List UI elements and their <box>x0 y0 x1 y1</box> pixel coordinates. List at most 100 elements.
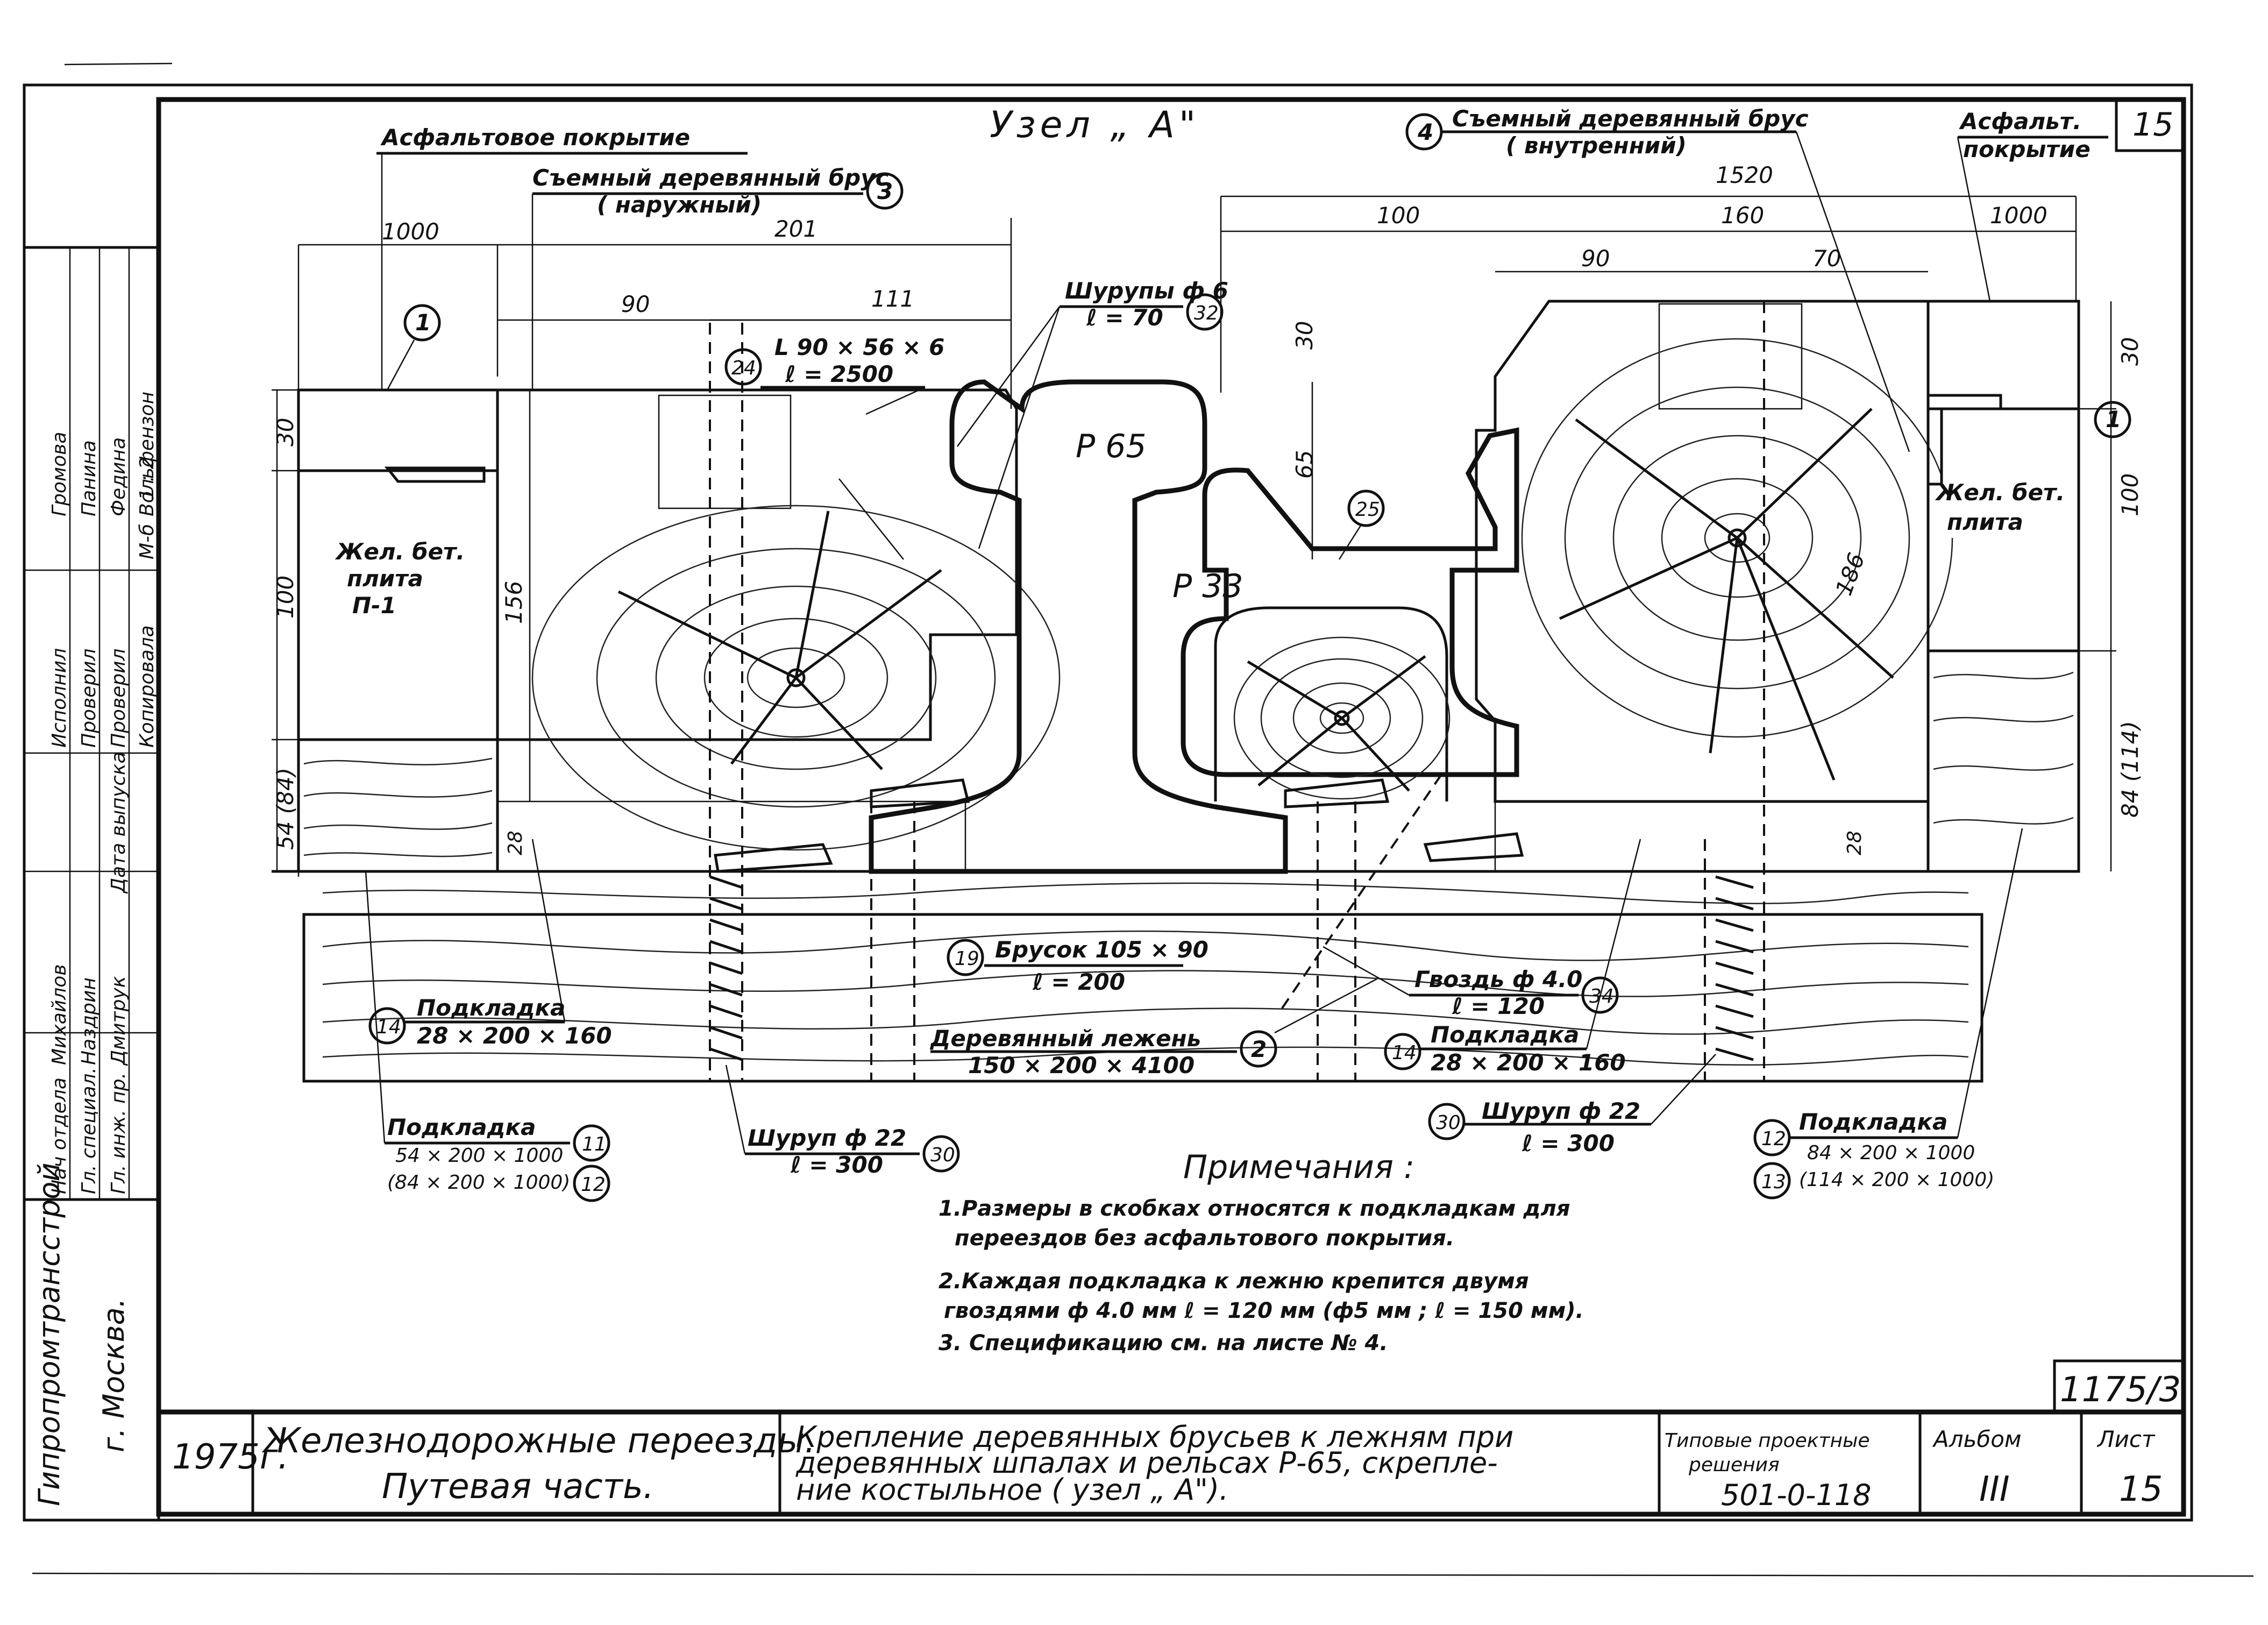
label-block-1: Брусок 105 × 90 <box>995 936 1208 963</box>
node-title: Узел „ А" <box>990 104 1200 146</box>
label-pad-left-2: 28 × 200 × 160 <box>417 1023 612 1049</box>
dim-90-left: 90 <box>621 291 650 317</box>
note-2b: гвоздями ф 4.0 мм ℓ = 120 мм (ф5 мм ; ℓ … <box>944 1298 1584 1323</box>
rail-p33-label: Р 33 <box>1172 567 1243 605</box>
label-pad11-1: Подкладка <box>387 1114 536 1140</box>
side-role2-4: Копировала <box>136 625 158 748</box>
dim-28-left: 28 <box>504 831 527 855</box>
dim-100-left: 100 <box>272 576 298 619</box>
side-role-1: Нач отдела <box>48 1077 70 1194</box>
right-pad-wood <box>1926 649 2080 873</box>
ref-pad-right: 14 <box>1392 1042 1417 1064</box>
side-name-3: Дмитрук <box>108 976 130 1066</box>
ref-pad11-2: 12 <box>581 1174 606 1196</box>
ref-pad12: 12 <box>1761 1128 1786 1150</box>
dim-90-right: 90 <box>1581 245 1610 272</box>
dim-156: 156 <box>501 581 527 624</box>
label-nail-1: Гвоздь ф 4.0 <box>1414 966 1582 992</box>
left-pad-wood <box>297 738 499 873</box>
dim-65: 65 <box>1291 450 1318 479</box>
ref-pad-left: 14 <box>376 1016 401 1038</box>
label-pad12-1: Подкладка <box>1799 1109 1947 1135</box>
dim-1000-left: 1000 <box>382 218 439 245</box>
ref-block: 19 <box>955 948 979 970</box>
dim-111: 111 <box>871 286 914 312</box>
side-name2-4: Вольфензон <box>136 392 158 516</box>
slab-right-label-2: плита <box>1947 509 2023 535</box>
ref-1-right: 1 <box>2106 406 2121 432</box>
org-name: Гипропромтрансстрой <box>32 1162 66 1506</box>
label-pad11-3: (84 × 200 × 1000) <box>387 1172 570 1194</box>
label-bar-inner-sub: ( внутренний) <box>1506 132 1687 159</box>
slab-right-label-1: Жел. бет. <box>1935 479 2065 506</box>
title-block: 1175/3 1975г. Железнодорожные переезды. … <box>159 1359 2185 1514</box>
dim-30-mid: 30 <box>1291 321 1318 350</box>
slab-left-label-3: П-1 <box>352 592 396 619</box>
label-pad12-2: 84 × 200 × 1000 <box>1807 1142 1975 1164</box>
dim-201: 201 <box>774 216 817 242</box>
ref-angle: 24 <box>731 357 756 379</box>
side-name-2: Наздрин <box>78 977 100 1065</box>
side-block: Нач отдела Михайлов Гл. специал. Наздрин… <box>23 246 160 1522</box>
note-2a: 2.Каждая подкладка к лежню крепится двум… <box>939 1269 1529 1294</box>
org-city: г. Москва. <box>97 1298 131 1452</box>
label-screw6-2: ℓ = 70 <box>1086 304 1163 331</box>
title-subject-1: Железнодорожные переезды. <box>261 1421 815 1461</box>
label-screw22-right-1: Шуруп ф 22 <box>1482 1098 1640 1124</box>
ref-bar-inner: 4 <box>1417 119 1433 145</box>
label-screw6-1: Шурупы ф 6 <box>1065 278 1228 304</box>
side-role-4: Дата выпуска <box>108 751 130 894</box>
dim-30-left: 30 <box>272 418 298 446</box>
ref-screw22-right: 30 <box>1436 1112 1461 1134</box>
dim-100-right: 100 <box>2117 473 2143 516</box>
label-pad11-2: 54 × 200 × 1000 <box>395 1145 563 1167</box>
label-screw22-left-1: Шуруп ф 22 <box>748 1125 906 1151</box>
dim-54: 54 (84) <box>272 768 298 850</box>
note-1b: переездов без асфальтового покрытия. <box>955 1226 1454 1251</box>
wooden-bar-inner <box>1475 300 1953 803</box>
dimension-lines <box>272 195 2116 877</box>
note-1a: 1.Размеры в скобках относятся к подкладк… <box>939 1196 1570 1221</box>
label-bar-outer-sub: ( наружный) <box>597 191 762 218</box>
slab-left-label-1: Жел. бет. <box>335 538 465 565</box>
label-angle-1: L 90 × 56 × 6 <box>774 334 944 360</box>
album-label: Альбом <box>1932 1426 2022 1452</box>
label-screw22-right-2: ℓ = 300 <box>1522 1130 1615 1156</box>
ref-sleeper: 2 <box>1251 1036 1267 1062</box>
label-bar-outer: Съемный деревянный брус <box>532 165 889 191</box>
wooden-bar-outer <box>496 388 1061 851</box>
side-name2-2: Панина <box>78 440 100 516</box>
bar-inner-cutout <box>1658 303 1803 410</box>
scale-label: М-б <box>136 524 158 559</box>
drawing-code: 1175/3 <box>2060 1370 2181 1410</box>
title-desc-1: Крепление деревянных брусьев к лежням пр… <box>796 1420 1513 1454</box>
rail-p65: Р 65 <box>869 379 1288 874</box>
title-desc-2: деревянных шпалах и рельсах Р-65, скрепл… <box>795 1446 1498 1480</box>
note-3: 3. Спецификацию см. на листе № 4. <box>939 1331 1388 1356</box>
label-screw22-left-2: ℓ = 300 <box>790 1152 883 1178</box>
fasteners <box>709 218 1765 1081</box>
sheet-number-box: 15 <box>2115 98 2185 152</box>
series-value: 501-0-118 <box>1721 1478 1871 1512</box>
label-asphalt-left: Асфальтовое покрытие <box>380 124 690 151</box>
label-sleeper-1: Деревянный лежень <box>929 1025 1201 1052</box>
slab-left-label-2: плита <box>347 565 423 592</box>
ref-25: 25 <box>1355 499 1380 521</box>
label-asphalt-right-2: покрытие <box>1963 136 2091 162</box>
label-sleeper-2: 150 × 200 × 4100 <box>968 1052 1195 1078</box>
wooden-block <box>1214 606 1451 801</box>
series-label-1: Типовые проектные <box>1665 1430 1870 1452</box>
rail-p33: Р 33 <box>1172 427 1519 777</box>
side-role-3: Гл. инж. пр. <box>108 1073 130 1194</box>
ref-pad11: 11 <box>582 1133 607 1155</box>
dim-1520: 1520 <box>1716 162 1773 188</box>
rail-p65-label: Р 65 <box>1076 428 1147 465</box>
side-role2-1: Исполнил <box>48 648 70 748</box>
dim-100-top: 100 <box>1377 202 1420 229</box>
ref-screw6: 32 <box>1194 302 1219 324</box>
dim-84: 84 (114) <box>2117 721 2143 818</box>
side-role2-2: Проверил <box>78 648 100 748</box>
asphalt-left <box>297 388 499 472</box>
label-pad-right-1: Подкладка <box>1431 1021 1579 1048</box>
